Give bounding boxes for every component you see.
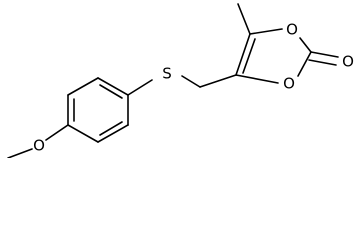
bond-ring-5 [97,124,129,143]
bond-methyl-O [7,148,33,158]
atom-O-ring-bottom: O [283,75,295,93]
bond-ring-3 [97,77,129,96]
atom-O-carbonyl: O [342,53,354,71]
bond-S-CH2 [181,75,201,88]
bond-Obottom-C4 [235,74,279,84]
bond-Otop-C2 [299,37,312,53]
bond-C4-C5 [235,33,251,76]
molecule-drawing: S O O O O [7,3,354,158]
bond-CH2-C4 [199,74,237,88]
bond-C5-Otop [249,28,283,35]
bond-C4-C5-double [242,38,256,74]
bond-C5-methyl [237,3,251,35]
bond-aryl-S [127,79,153,96]
bond-ring-2 [67,77,99,96]
bond-ring-6 [67,124,99,143]
atom-S: S [162,65,172,83]
bond-C2-O-carbonyl-1 [310,51,339,58]
atom-O-methoxy: O [33,137,45,155]
bond-ring-inner-3 [99,121,123,136]
atom-O-ring-top: O [286,21,298,39]
bond-O-aryl [45,124,69,141]
bond-ring-inner-2 [99,84,123,99]
structure-diagram: S O O O O [7,3,354,158]
bond-C2-O-carbonyl-2 [308,59,337,66]
bond-C2-Obottom [297,51,312,77]
